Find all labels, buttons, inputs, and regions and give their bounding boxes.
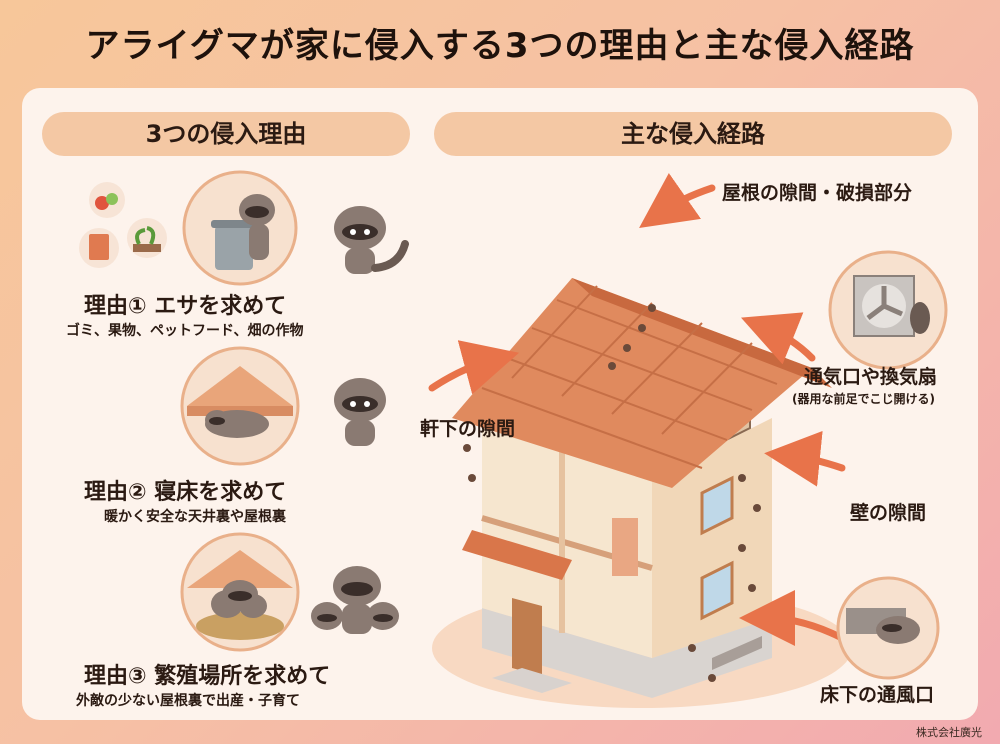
arrow-floor — [739, 590, 846, 647]
content-panel: 3つの侵入理由 主な侵入経路 — [22, 88, 978, 720]
raccoon-family — [311, 566, 399, 634]
arrow-wall — [764, 430, 846, 487]
route-eaves-label: 軒下の隙間 — [420, 418, 516, 440]
arrow-roof — [639, 173, 716, 229]
route-vent-label: 通気口や換気扇 — [804, 366, 938, 388]
routes-heading: 主な侵入経路 — [434, 112, 952, 156]
crop-icon — [127, 218, 167, 258]
floor-vent-circle — [836, 576, 940, 680]
page-title: アライグマが家に侵入する3つの理由と主な侵入経路 — [85, 26, 915, 66]
vent-fan-circle — [828, 250, 948, 370]
pet-food-icon — [79, 228, 119, 268]
reason2-illustration — [180, 346, 386, 466]
company-credit: 株式会社廣光 — [916, 726, 982, 739]
reason2-subtitle: 暖かく安全な天井裏や屋根裏 — [104, 509, 286, 525]
route-vent-note: (器用な前足でこじ開ける) — [792, 392, 935, 406]
reason3-subtitle: 外敵の少ない屋根裏で出産・子育て — [76, 693, 300, 709]
reason3-illustration — [180, 532, 399, 652]
reason1-title: 理由① エサを求めて — [84, 294, 287, 319]
reason1-subtitle: ゴミ、果物、ペットフード、畑の作物 — [66, 323, 304, 339]
arrow-eaves — [428, 340, 520, 395]
route-roof-label: 屋根の隙間・破損部分 — [722, 182, 913, 204]
raccoon-mascot-2 — [334, 378, 386, 446]
trash-raccoon-circle — [182, 170, 298, 286]
route-floor-label: 床下の通風口 — [820, 684, 935, 706]
reason2-title: 理由② 寝床を求めて — [84, 480, 287, 505]
raccoon-mascot-1 — [334, 206, 409, 274]
reason3-title: 理由③ 繁殖場所を求めて — [84, 664, 331, 689]
arrow-vent — [741, 312, 816, 365]
reason1-illustration — [79, 170, 409, 286]
route-wall-label: 壁の隙間 — [850, 502, 927, 524]
reasons-heading: 3つの侵入理由 — [42, 112, 410, 156]
route-arrows — [428, 173, 846, 647]
fruit-icon — [89, 182, 125, 218]
